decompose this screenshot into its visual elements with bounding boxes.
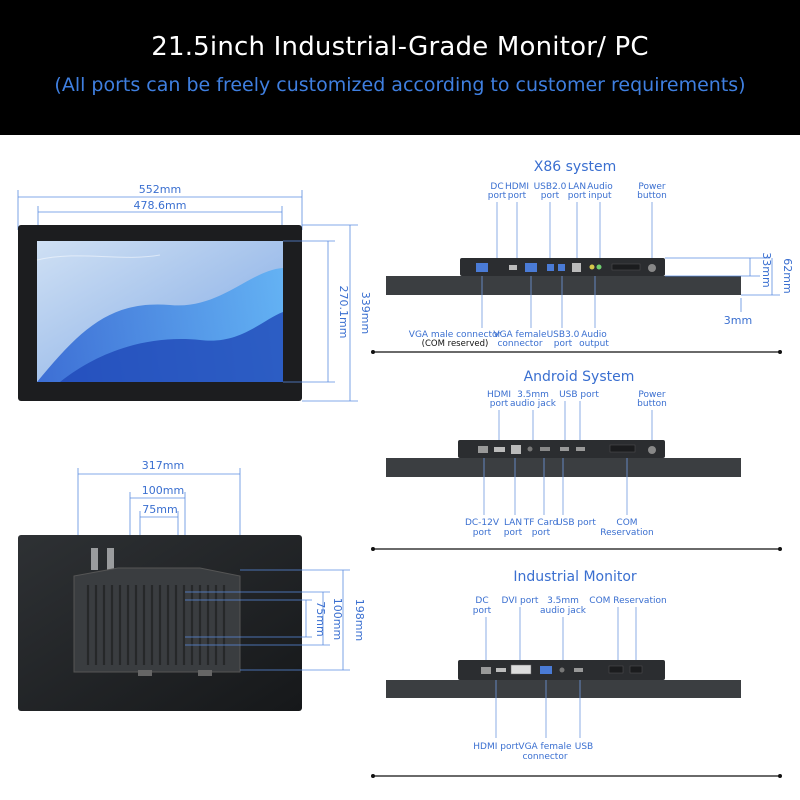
- android-label-com-1: COM: [616, 518, 637, 528]
- android-label-com-2: Reservation: [600, 528, 653, 538]
- x86-label-vga-female-2: connector: [497, 339, 542, 349]
- banner-subtitle: (All ports can be freely customized acco…: [54, 74, 746, 96]
- industrial-label-hdmi: HDMI port: [473, 742, 519, 752]
- android-label-dc12-1: DC-12V: [465, 518, 500, 528]
- x86-label-audio-in-1: Audio: [587, 182, 613, 192]
- x86-title: X86 system: [534, 159, 616, 175]
- android-label-audio-2: audio jack: [510, 399, 557, 409]
- android-section: Android System HDMI port 3.5mm audio jac…: [371, 369, 782, 551]
- android-label-lan-2: port: [504, 528, 523, 538]
- industrial-label-audio-1: 3.5mm: [547, 596, 579, 606]
- x86-label-dc-2: port: [488, 191, 507, 201]
- industrial-title: Industrial Monitor: [513, 569, 637, 585]
- x86-label-audio-in-2: input: [588, 191, 612, 201]
- x86-label-audio-out-2: output: [579, 339, 609, 349]
- industrial-label-audio-2: audio jack: [540, 606, 587, 616]
- x86-dim-62: 62mm: [781, 258, 794, 293]
- industrial-label-usb: USB: [575, 742, 593, 752]
- dim-mount-width: 317mm: [142, 459, 184, 472]
- dim-width-inner: 478.6mm: [134, 199, 187, 212]
- banner-title: 21.5inch Industrial-Grade Monitor/ PC: [151, 32, 649, 62]
- x86-dim-33: 33mm: [760, 252, 773, 287]
- x86-label-usb30-2: port: [554, 339, 573, 349]
- android-label-tf-1: TF Card: [523, 518, 559, 528]
- x86-label-hdmi-2: port: [508, 191, 527, 201]
- dim-height-inner: 270.1mm: [337, 286, 350, 339]
- x86-label-audio-out-1: Audio: [581, 330, 607, 340]
- android-label-hdmi-1: HDMI: [487, 390, 511, 400]
- android-label-tf-2: port: [532, 528, 551, 538]
- dim-height-outer: 339mm: [359, 292, 372, 334]
- dim-vesa-100: 100mm: [142, 484, 184, 497]
- industrial-section: Industrial Monitor DC port DVI port 3.5m…: [371, 569, 782, 778]
- android-label-lan-1: LAN: [504, 518, 522, 528]
- x86-chassis: [386, 276, 741, 295]
- x86-label-lan-1: LAN: [568, 182, 586, 192]
- x86-label-vga-female-1: VGA female: [493, 330, 547, 340]
- x86-label-lan-2: port: [568, 191, 587, 201]
- dim-vesa-75-v: 75mm: [314, 601, 327, 636]
- x86-label-hdmi-1: HDMI: [505, 182, 529, 192]
- industrial-label-vga-female-2: connector: [522, 752, 567, 762]
- dim-mount-height: 198mm: [353, 599, 366, 641]
- industrial-label-dc-2: port: [473, 606, 492, 616]
- android-label-audio-1: 3.5mm: [517, 390, 549, 400]
- x86-label-com-reserved: (COM reserved): [422, 339, 489, 349]
- android-title: Android System: [524, 369, 635, 385]
- header-banner: 21.5inch Industrial-Grade Monitor/ PC (A…: [0, 0, 800, 135]
- android-label-dc12-2: port: [473, 528, 492, 538]
- x86-label-vga-male: VGA male connector: [409, 330, 502, 340]
- x86-label-power-1: Power: [638, 182, 666, 192]
- heatsink-box: [73, 567, 241, 673]
- x86-dim-3: 3mm: [724, 314, 752, 327]
- industrial-label-vga-female-1: VGA female: [518, 742, 572, 752]
- x86-label-dc-1: DC: [490, 182, 503, 192]
- industrial-label-dc-1: DC: [475, 596, 488, 606]
- android-label-hdmi-2: port: [490, 399, 509, 409]
- rear-view: 317mm 100mm 75mm 198mm: [18, 459, 366, 711]
- x86-label-usb20-2: port: [541, 191, 560, 201]
- x86-section: X86 system DC port HDMI port USB2.0 port…: [371, 159, 794, 354]
- industrial-label-dvi: DVI port: [502, 596, 539, 606]
- dim-vesa-100-v: 100mm: [331, 598, 344, 640]
- dim-width-outer: 552mm: [139, 183, 181, 196]
- android-label-power-2: button: [637, 399, 667, 409]
- android-chassis: [386, 458, 741, 477]
- industrial-label-com: COM Reservation: [589, 596, 666, 606]
- x86-label-power-2: button: [637, 191, 667, 201]
- dim-vesa-75: 75mm: [142, 503, 177, 516]
- front-view: 552mm 478.6mm 270.1mm 339mm: [17, 183, 372, 402]
- x86-label-usb30-1: USB3.0: [547, 330, 580, 340]
- android-label-usb: USB port: [559, 390, 599, 400]
- x86-label-usb20-1: USB2.0: [534, 182, 567, 192]
- android-label-power-1: Power: [638, 390, 666, 400]
- android-label-usb-bottom: USB port: [556, 518, 596, 528]
- industrial-chassis: [386, 680, 741, 698]
